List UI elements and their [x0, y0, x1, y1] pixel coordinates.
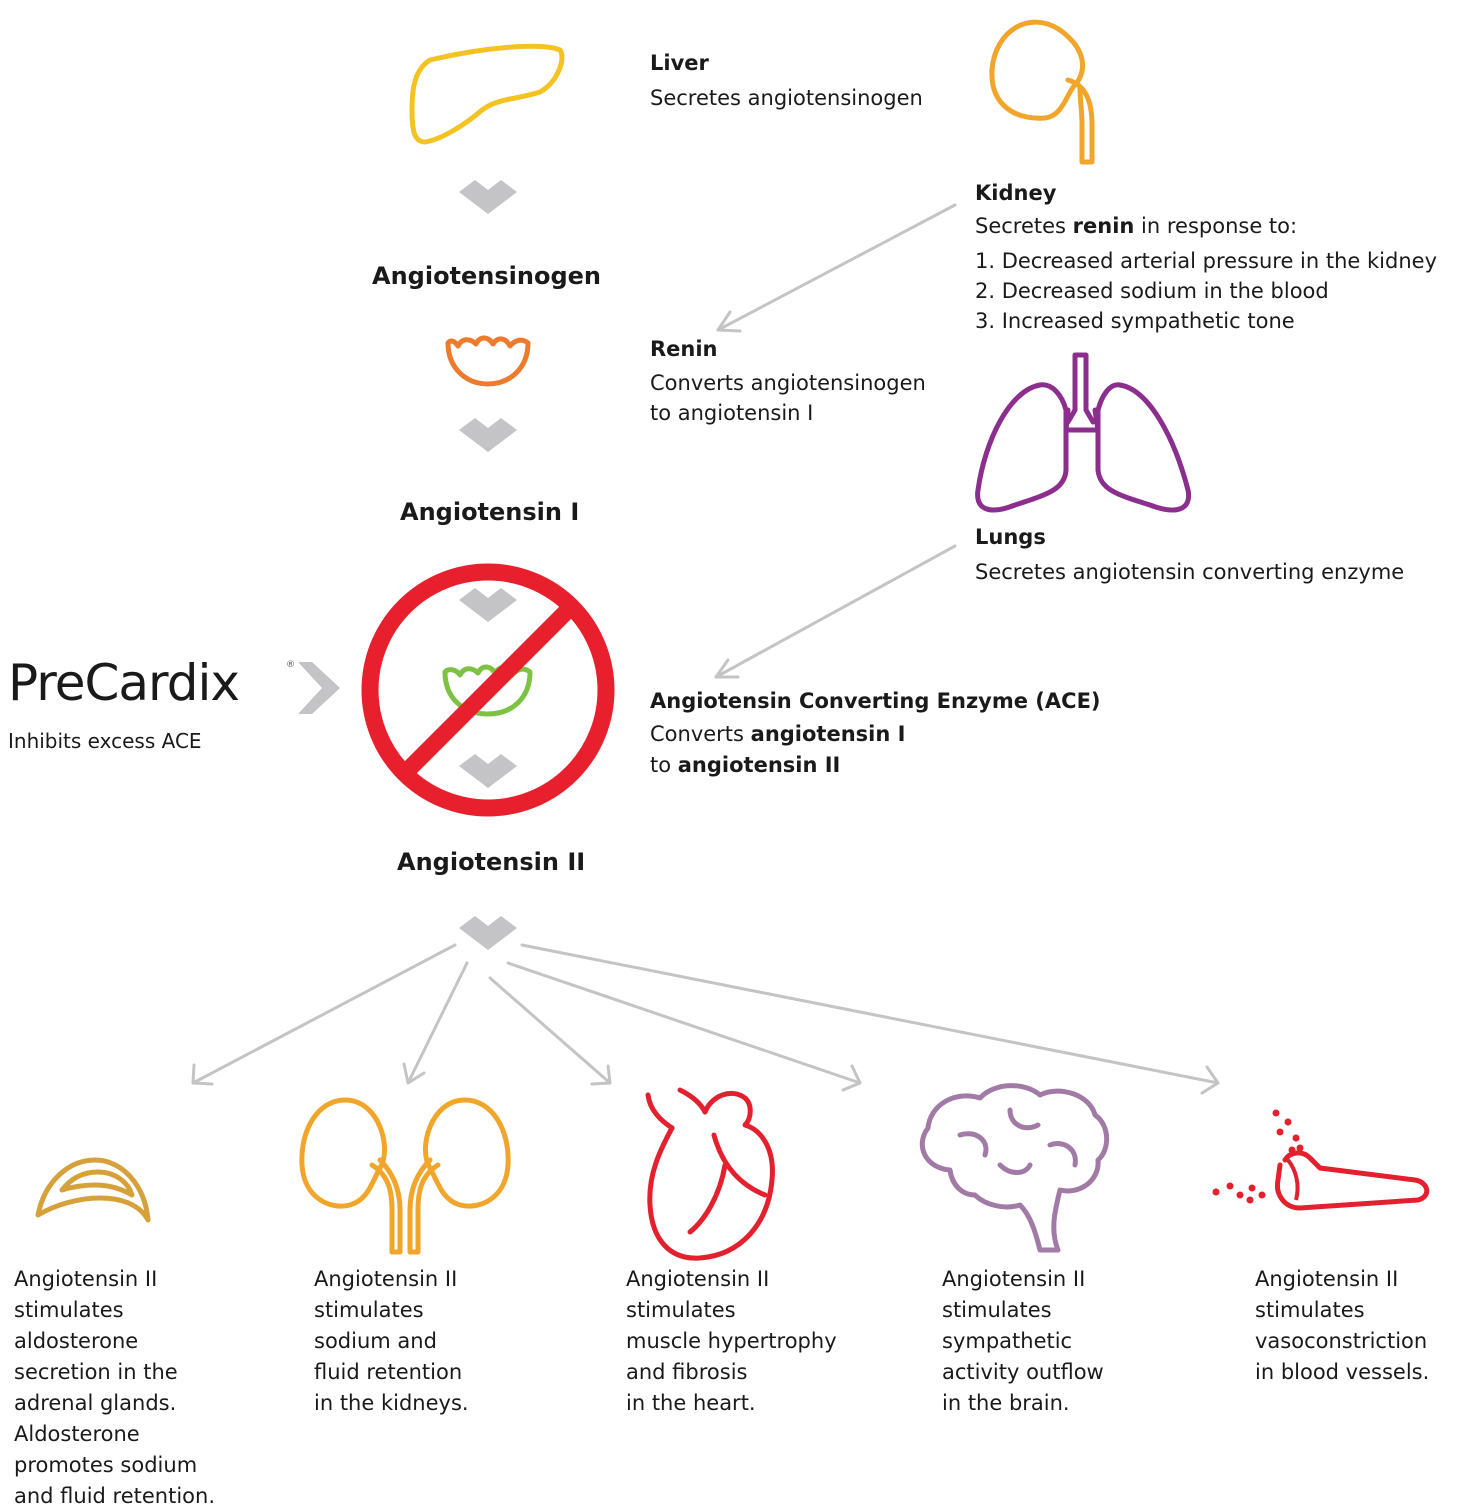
renin-line-1: Converts angiotensinogen	[650, 371, 926, 395]
kidney-triggers-list: 1. Decreased arterial pressure in the ki…	[975, 246, 1437, 336]
effect-kidneys: Angiotensin II stimulates sodium and flu…	[314, 1264, 469, 1419]
effect-line: muscle hypertrophy	[626, 1329, 837, 1353]
heart-icon	[645, 1087, 775, 1261]
prohibition-icon	[361, 563, 615, 817]
chevron-down-icon	[459, 754, 517, 788]
renin-title: Renin	[650, 337, 718, 361]
registered-mark: ®	[286, 660, 295, 670]
stage-angiotensin-1: Angiotensin I	[400, 498, 580, 526]
arrow-to-adrenal	[191, 943, 457, 1086]
precardix-logo: PreCardix	[8, 654, 240, 712]
effect-line: and fibrosis	[626, 1360, 748, 1384]
list-item: 3. Increased sympathetic tone	[975, 309, 1295, 333]
lungs-icon	[975, 352, 1192, 513]
stage-angiotensin-2: Angiotensin II	[397, 848, 586, 876]
kidney-text-prefix: Secretes	[975, 214, 1073, 238]
effect-line: vasoconstriction	[1255, 1329, 1428, 1353]
effect-line: fluid retention	[314, 1360, 463, 1384]
arrow-lungs-to-ace	[714, 544, 957, 679]
effect-line: Angiotensin II	[14, 1267, 158, 1291]
effect-line: Angiotensin II	[1255, 1267, 1399, 1291]
liver-description: Secretes angiotensinogen	[650, 86, 923, 110]
liver-icon	[409, 43, 565, 145]
effect-line: stimulates	[942, 1298, 1052, 1322]
effect-line: stimulates	[14, 1298, 124, 1322]
blood-vessel-icon	[1212, 1109, 1430, 1211]
connector-arrows	[191, 203, 1220, 1095]
chevron-down-icon	[459, 588, 517, 622]
ace-line-2-prefix: to	[650, 753, 678, 777]
effect-line: stimulates	[626, 1298, 736, 1322]
precardix-description: Inhibits excess ACE	[8, 729, 202, 753]
arrow-to-heart	[488, 976, 612, 1086]
chevron-down-icon	[459, 180, 517, 214]
kidney-icon	[989, 19, 1095, 165]
chevron-right-icon	[298, 662, 340, 714]
list-item: 1. Decreased arterial pressure in the ki…	[975, 249, 1437, 273]
arrow-kidney-to-renin	[716, 203, 957, 333]
effect-line: activity outflow	[942, 1360, 1104, 1384]
renin-line-2: to angiotensin I	[650, 401, 814, 425]
flow-chevrons	[298, 180, 517, 950]
effect-brain: Angiotensin II stimulates sympathetic ac…	[942, 1264, 1104, 1419]
effect-line: adrenal glands.	[14, 1391, 177, 1415]
effect-line: Angiotensin II	[314, 1267, 458, 1291]
effect-line: in the heart.	[626, 1391, 756, 1415]
effect-line: Aldosterone	[14, 1422, 140, 1446]
kidney-description: Secretes renin in response to:	[975, 211, 1297, 241]
renin-icon	[445, 335, 531, 387]
list-item: 2. Decreased sodium in the blood	[975, 279, 1329, 303]
ace-line-1-prefix: Converts	[650, 722, 751, 746]
kidney-text-bold: renin	[1072, 214, 1135, 238]
effect-line: promotes sodium	[14, 1453, 198, 1477]
effect-line: and fluid retention.	[14, 1484, 216, 1508]
ace-line-1: Converts angiotensin I	[650, 719, 905, 749]
effect-line: sympathetic	[942, 1329, 1073, 1353]
kidney-text-suffix: in response to:	[1134, 214, 1298, 238]
ace-title: Angiotensin Converting Enzyme (ACE)	[650, 689, 1101, 713]
effect-heart: Angiotensin II stimulates muscle hypertr…	[626, 1264, 837, 1419]
arrow-to-vessel	[520, 943, 1220, 1095]
effect-line: secretion in the	[14, 1360, 178, 1384]
arrow-to-kidneys	[402, 961, 469, 1085]
lungs-description: Secretes angiotensin converting enzyme	[975, 560, 1405, 584]
chevron-down-icon	[459, 418, 517, 452]
effect-line: Angiotensin II	[942, 1267, 1086, 1291]
lungs-title: Lungs	[975, 525, 1046, 549]
ace-line-2: to angiotensin II	[650, 750, 840, 780]
liver-title: Liver	[650, 51, 709, 75]
effect-line: in the kidneys.	[314, 1391, 469, 1415]
ace-line-1-bold: angiotensin I	[750, 722, 906, 746]
effect-adrenal: Angiotensin II stimulates aldosterone se…	[14, 1264, 215, 1512]
effect-line: aldosterone	[14, 1329, 139, 1353]
kidney-title: Kidney	[975, 181, 1057, 205]
effect-line: stimulates	[314, 1298, 424, 1322]
effect-line: in blood vessels.	[1255, 1360, 1430, 1384]
brain-icon	[919, 1083, 1110, 1253]
effect-line: in the brain.	[942, 1391, 1070, 1415]
kidneys-icon	[299, 1097, 511, 1255]
effect-blood-vessels: Angiotensin II stimulates vasoconstricti…	[1255, 1264, 1429, 1388]
effect-line: Angiotensin II	[626, 1267, 770, 1291]
adrenal-gland-icon	[35, 1157, 151, 1223]
arrow-to-brain	[506, 961, 862, 1092]
stage-angiotensinogen: Angiotensinogen	[372, 262, 602, 290]
effect-line: sodium and	[314, 1329, 437, 1353]
chevron-down-icon	[459, 916, 517, 950]
effect-line: stimulates	[1255, 1298, 1365, 1322]
ace-line-2-bold: angiotensin II	[677, 753, 841, 777]
